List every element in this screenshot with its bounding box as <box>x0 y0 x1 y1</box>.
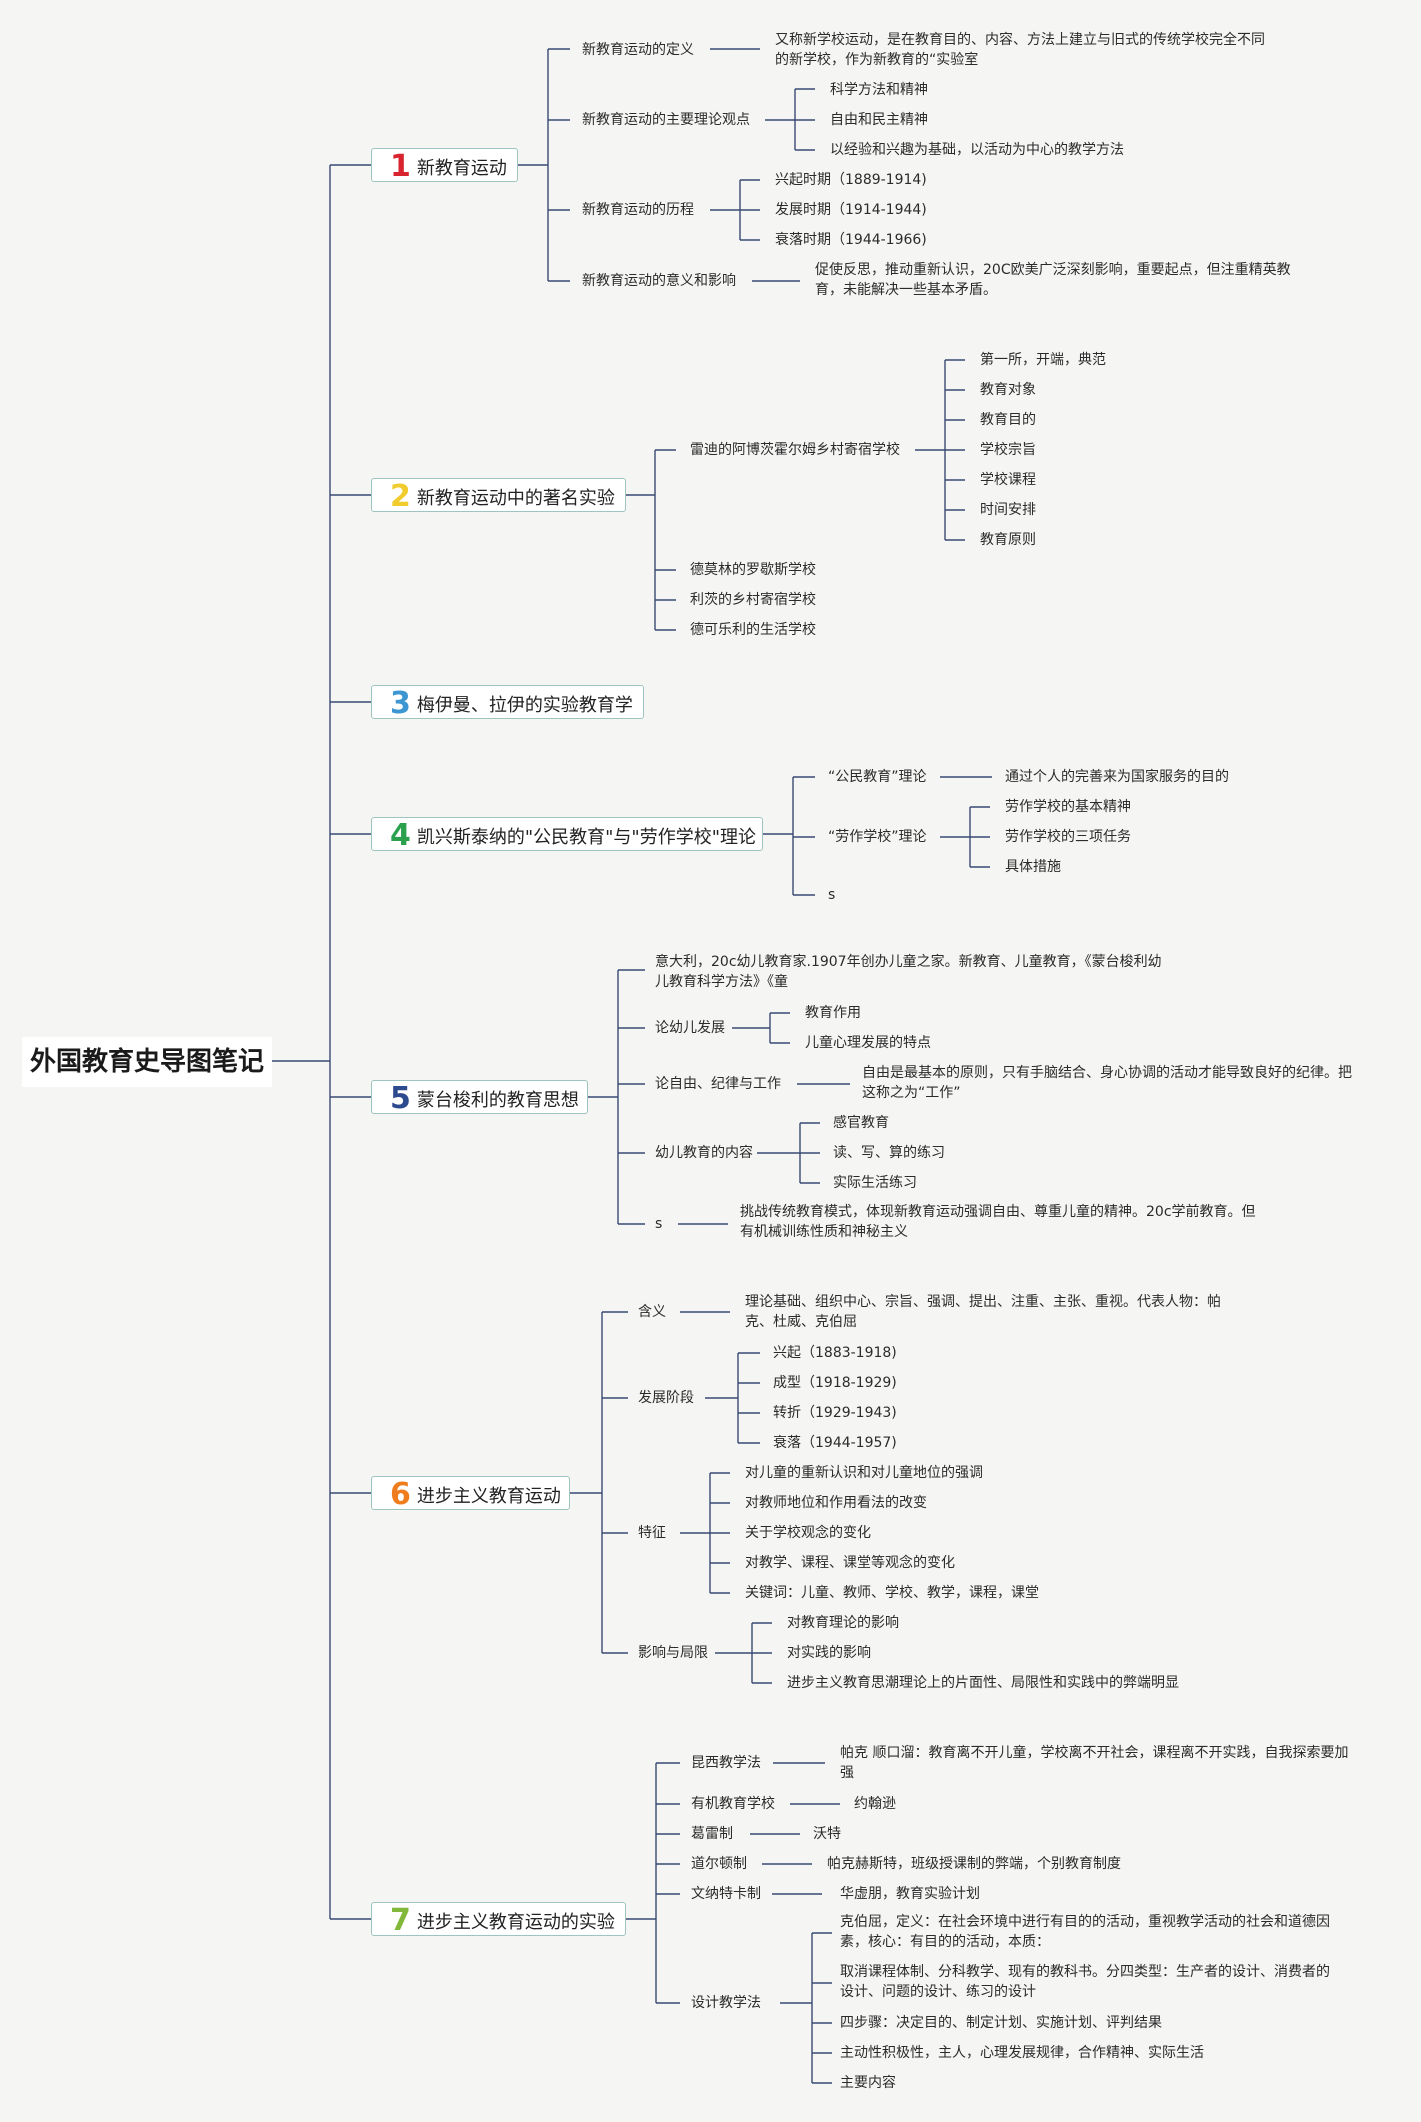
s2-other-2: 利茨的乡村寄宿学校 <box>690 592 816 608</box>
s1-history-item-2: 发展时期（1914-1944) <box>775 202 927 218</box>
number-3-badge: 3 <box>390 686 411 721</box>
s1-def-text: 又称新学校运动，是在教育目的、内容、方法上建立与旧式的传统学校完全不同的新学校，… <box>775 32 1265 68</box>
s2-abbot-item-2: 教育对象 <box>980 382 1036 398</box>
s6-stage-2: 成型（1918-1929) <box>773 1375 897 1391</box>
s7-dalton-label: 道尔顿制 <box>691 1856 747 1872</box>
s4-work-label: “劳作学校”理论 <box>828 829 927 845</box>
number-6-badge: 6 <box>390 1477 411 1512</box>
s1-theory-item-3: 以经验和兴趣为基础，以活动为中心的教学方法 <box>830 142 1124 158</box>
s2-abbot-item-1: 第一所，开端，典范 <box>980 352 1106 368</box>
s7-organic-label: 有机教育学校 <box>691 1796 775 1812</box>
number-1-badge: 1 <box>390 149 411 184</box>
s5-intro-text: 意大利，20c幼儿教育家.1907年创办儿童之家。新教育、儿童教育，《蒙台梭利幼… <box>655 954 1162 990</box>
s4-civic-label: “公民教育”理论 <box>828 769 927 785</box>
s2-abbot-item-4: 学校宗旨 <box>980 442 1036 458</box>
s7-winnetka-text: 华虚朋，教育实验计划 <box>840 1886 980 1902</box>
s7-gary-text: 沃特 <box>813 1826 841 1842</box>
s1-meaning-text: 促使反思，推动重新认识，20C欧美广泛深刻影响，重要起点，但注重精英教育，未能解… <box>815 262 1291 298</box>
s7-design-item-2: 取消课程体制、分科教学、现有的教科书。分四类型：生产者的设计、消费者的设计、问题… <box>840 1964 1330 2000</box>
s2-other-1: 德莫林的罗歇斯学校 <box>690 562 816 578</box>
s1-history-item-3: 衰落时期（1944-1966) <box>775 232 927 248</box>
s1-theory-label: 新教育运动的主要理论观点 <box>582 112 750 128</box>
s6-stage-4: 衰落（1944-1957) <box>773 1435 897 1451</box>
s1-theory-item-1: 科学方法和精神 <box>830 82 928 98</box>
number-2-badge: 2 <box>390 479 411 514</box>
section-6-label: 进步主义教育运动 <box>416 1486 561 1507</box>
s5-dev-label: 论幼儿发展 <box>655 1020 725 1036</box>
s7-design-item-3: 四步骤：决定目的、制定计划、实施计划、评判结果 <box>840 2015 1162 2031</box>
s2-abbot-item-7: 教育原则 <box>980 532 1036 548</box>
s7-gary-label: 葛雷制 <box>691 1826 733 1842</box>
s5-freedom-text: 自由是最基本的原则，只有手脑结合、身心协调的活动才能导致良好的纪律。把这称之为“… <box>862 1065 1352 1101</box>
s6-feature-3: 关于学校观念的变化 <box>745 1525 871 1541</box>
s5-content-label: 幼儿教育的内容 <box>655 1145 753 1161</box>
s5-freedom-label: 论自由、纪律与工作 <box>655 1076 781 1092</box>
s1-theory-item-2: 自由和民主精神 <box>830 112 928 128</box>
s6-impact-3: 进步主义教育思潮理论上的片面性、局限性和实践中的弊端明显 <box>787 1675 1179 1691</box>
s6-stages-label: 发展阶段 <box>638 1390 694 1406</box>
s1-history-label: 新教育运动的历程 <box>582 202 694 218</box>
s7-quincy-label: 昆西教学法 <box>691 1755 761 1771</box>
s7-design-item-1: 克伯屈，定义：在社会环境中进行有目的的活动，重视教学活动的社会和道德因素，核心：… <box>840 1914 1330 1950</box>
s6-feature-1: 对儿童的重新认识和对儿童地位的强调 <box>745 1465 983 1481</box>
s1-history-item-1: 兴起时期（1889-1914) <box>775 172 927 188</box>
s7-organic-text: 约翰逊 <box>854 1796 896 1812</box>
s5-content-item-3: 实际生活练习 <box>833 1175 917 1191</box>
s5-content-item-1: 感官教育 <box>833 1115 889 1131</box>
section-2-label: 新教育运动中的著名实验 <box>416 488 615 509</box>
s6-stage-3: 转折（1929-1943) <box>773 1405 897 1421</box>
s7-winnetka-label: 文纳特卡制 <box>691 1886 761 1902</box>
s1-def-label: 新教育运动的定义 <box>582 42 694 58</box>
s6-meaning-label: 含义 <box>638 1304 666 1320</box>
s7-quincy-text: 帕克 顺口溜：教育离不开儿童，学校离不开社会，课程离不开实践，自我探索要加强 <box>840 1745 1349 1781</box>
s5-dev-item-1: 教育作用 <box>805 1005 861 1021</box>
s5-s-label: s <box>655 1216 663 1232</box>
s4-civic-text: 通过个人的完善来为国家服务的目的 <box>1005 769 1229 785</box>
s6-feature-2: 对教师地位和作用看法的改变 <box>745 1495 927 1511</box>
s6-features-label: 特征 <box>638 1525 666 1541</box>
s6-impact-2: 对实践的影响 <box>787 1645 871 1661</box>
s4-work-item-3: 具体措施 <box>1005 859 1061 875</box>
s7-design-item-4: 主动性积极性，主人，心理发展规律，合作精神、实际生活 <box>840 2045 1204 2061</box>
number-4-badge: 4 <box>390 818 411 853</box>
s2-abbot-item-3: 教育目的 <box>980 412 1036 428</box>
s5-content-item-2: 读、写、算的练习 <box>833 1145 945 1161</box>
number-7-badge: 7 <box>390 1903 411 1938</box>
s2-abbot-label: 雷迪的阿博茨霍尔姆乡村寄宿学校 <box>690 442 900 458</box>
s2-abbot-item-6: 时间安排 <box>980 502 1036 518</box>
section-4-label: 凯兴斯泰纳的"公民教育"与"劳作学校"理论 <box>416 827 756 848</box>
root-title: 外国教育史导图笔记 <box>22 1037 272 1087</box>
s7-design-item-5: 主要内容 <box>840 2075 896 2091</box>
s6-impact-1: 对教育理论的影响 <box>787 1615 899 1631</box>
s7-design-label: 设计教学法 <box>691 1995 761 2011</box>
s5-dev-item-2: 儿童心理发展的特点 <box>805 1035 931 1051</box>
s6-impact-label: 影响与局限 <box>638 1645 708 1661</box>
s6-feature-5: 关键词：儿童、教师、学校、教学，课程，课堂 <box>745 1585 1039 1601</box>
section-7-label: 进步主义教育运动的实验 <box>416 1912 615 1933</box>
s4-work-item-1: 劳作学校的基本精神 <box>1005 799 1131 815</box>
s6-meaning-text: 理论基础、组织中心、宗旨、强调、提出、注重、主张、重视。代表人物：帕克、杜威、克… <box>745 1294 1221 1330</box>
s2-other-3: 德可乐利的生活学校 <box>690 622 816 638</box>
s6-feature-4: 对教学、课程、课堂等观念的变化 <box>745 1555 955 1571</box>
number-5-badge: 5 <box>390 1081 411 1116</box>
section-1-label: 新教育运动 <box>416 158 507 179</box>
section-5-label: 蒙台梭利的教育思想 <box>416 1090 579 1111</box>
section-3-label: 梅伊曼、拉伊的实验教育学 <box>416 695 633 716</box>
s2-abbot-item-5: 学校课程 <box>980 472 1036 488</box>
s4-work-item-2: 劳作学校的三项任务 <box>1005 829 1131 845</box>
s7-dalton-text: 帕克赫斯特，班级授课制的弊端，个别教育制度 <box>827 1856 1121 1872</box>
s4-s-label: s <box>828 887 836 903</box>
s6-stage-1: 兴起（1883-1918) <box>773 1345 897 1361</box>
s5-s-text: 挑战传统教育模式，体现新教育运动强调自由、尊重儿童的精神。20c学前教育。但有机… <box>740 1204 1256 1240</box>
s1-meaning-label: 新教育运动的意义和影响 <box>582 273 736 289</box>
